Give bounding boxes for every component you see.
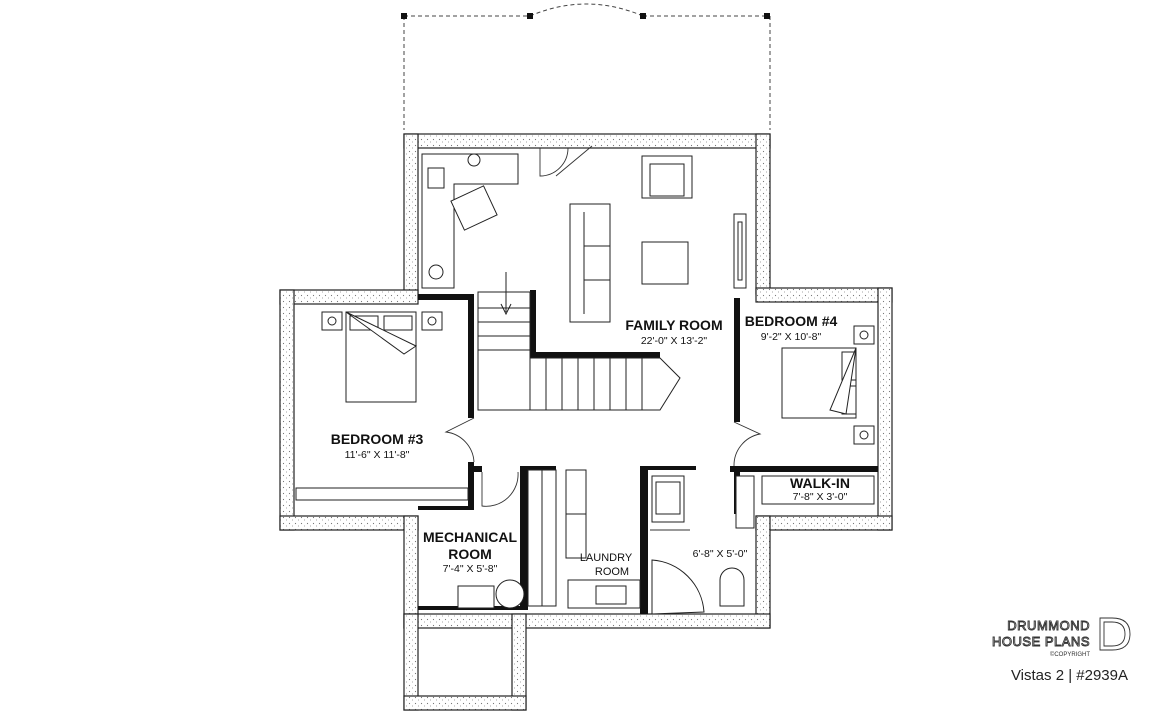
walk-in-label: WALK-IN [790,475,850,491]
deck-outline [403,3,771,130]
bathroom-dims: 6'-8" X 5'-0" [693,548,748,560]
bedroom-4-dims: 9'-2" X 10'-8" [761,331,822,343]
brand-line-2: HOUSE PLANS [992,634,1090,649]
bedroom-4-label: BEDROOM #4 [745,313,838,329]
plan-caption: Vistas 2 | #2939A [1011,667,1128,684]
family-room-dims: 22'-0" X 13'-2" [641,335,708,347]
drummond-logo: DRUMMOND HOUSE PLANS ©COPYRIGHT [992,617,1131,658]
bedroom-3-furniture [295,311,469,501]
brand-copyright: ©COPYRIGHT [1050,651,1090,658]
office-furniture [421,153,519,289]
family-room-label: FAMILY ROOM [625,317,722,333]
mechanical-room-dims: 7'-4" X 5'-8" [443,563,498,575]
bedroom-3-label: BEDROOM #3 [331,431,424,447]
doors [444,145,762,531]
mechanical-room-label-2: ROOM [448,546,492,562]
d-logo-icon [1099,617,1131,651]
staircase [477,272,681,411]
mechanical-room-label: MECHANICAL [423,529,518,545]
bedroom-4-furniture [761,325,875,505]
walk-in-dims: 7'-8" X 3'-0" [793,491,848,503]
bedroom-3-dims: 11'-6" X 11'-8" [345,449,410,461]
mechanical-equipment [457,579,525,609]
family-room-furniture [569,155,747,323]
bath-fixtures [651,475,755,615]
deck-posts [401,13,770,19]
laundry-fixtures [527,469,641,609]
brand-line-1: DRUMMOND [1007,618,1090,633]
laundry-room-label-2: ROOM [595,566,629,578]
laundry-room-label: LAUNDRY [580,552,633,564]
